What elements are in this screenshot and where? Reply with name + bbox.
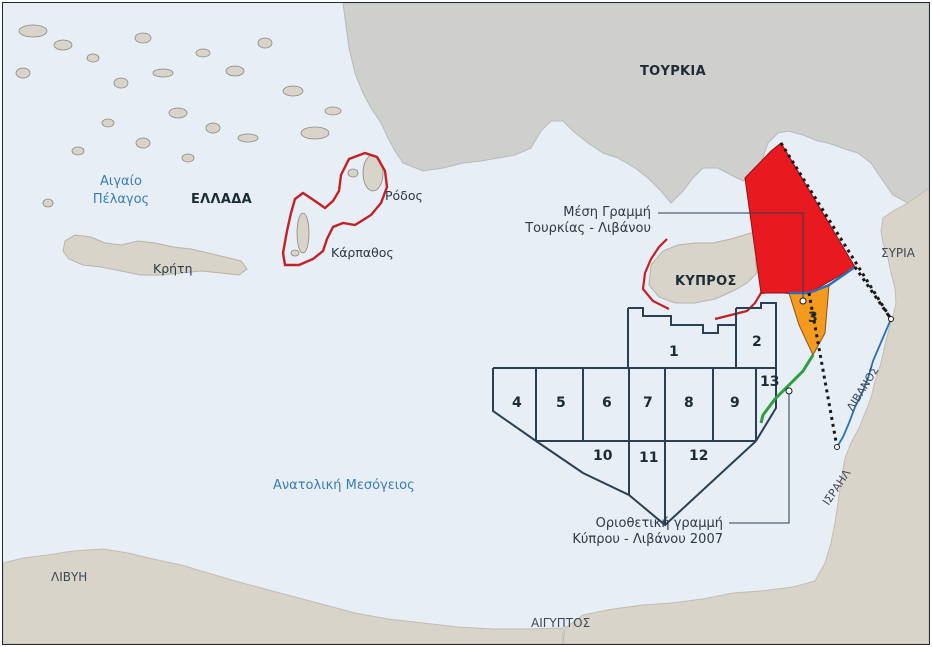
callout-leaders	[658, 212, 804, 524]
levant-landmass	[562, 187, 929, 644]
block-label-13: 13	[760, 374, 780, 390]
label-east-med: Ανατολική Μεσόγειος	[273, 478, 415, 493]
block-label-1: 1	[669, 344, 679, 360]
turkey-syria-boundary	[808, 265, 856, 295]
lebanon-coast-line	[836, 318, 892, 448]
block-label-2: 2	[752, 334, 762, 350]
callout-delim-line1: Οριοθετική γραμμή	[595, 516, 723, 531]
block-label-12: 12	[689, 448, 709, 464]
callout-delimitation-line: Οριοθετική γραμμή Κύπρου - Λιβάνου 2007	[523, 516, 723, 548]
label-aegean-line2: Πέλαγος	[92, 192, 150, 207]
callout-median-line1: Μέση Γραμμή	[563, 205, 651, 220]
block-label-6: 6	[602, 395, 612, 411]
block-label-9: 9	[730, 395, 740, 411]
red-zone	[744, 142, 856, 294]
label-karpathos: Κάρπαθος	[331, 245, 394, 260]
boundary-nodes	[785, 297, 894, 450]
callout-delim-line2: Κύπρου - Λιβάνου 2007	[572, 532, 723, 547]
callout-median-line: Μέση Γραμμή Τουρκίας - Λιβάνου	[471, 205, 651, 237]
block-label-11: 11	[639, 450, 659, 466]
dotted-median-lines	[779, 142, 893, 448]
map-canvas	[3, 3, 929, 644]
libya-landmass	[3, 548, 564, 644]
label-cyprus: ΚΥΠΡΟΣ	[675, 274, 737, 289]
cyprus-lebanon-line	[759, 354, 815, 424]
label-egypt: ΑΙΓΥΠΤΟΣ	[531, 616, 591, 630]
label-rhodes: Ρόδος	[385, 188, 423, 203]
label-libya: ΛΙΒΥΗ	[51, 570, 88, 584]
crete-island	[62, 234, 248, 276]
block-label-8: 8	[684, 395, 694, 411]
block-label-7: 7	[643, 395, 653, 411]
label-turkey: ΤΟΥΡΚΙΑ	[640, 64, 706, 79]
callout-median-line2: Τουρκίας - Λιβάνου	[525, 221, 651, 236]
block-label-4: 4	[512, 395, 522, 411]
label-syria: ΣΥΡΙΑ	[881, 246, 915, 260]
aegean-islands	[15, 24, 384, 257]
block-label-10: 10	[593, 448, 613, 464]
block-label-3: 3	[808, 310, 818, 326]
label-greece: ΕΛΛΑΔΑ	[191, 192, 252, 207]
turkey-landmass	[342, 3, 929, 204]
block-label-5: 5	[556, 395, 566, 411]
label-crete: Κρήτη	[153, 261, 193, 276]
greek-boundary-line	[281, 151, 389, 267]
offshore-blocks-grid	[492, 302, 777, 527]
label-aegean-line1: Αιγαίο	[100, 174, 142, 189]
